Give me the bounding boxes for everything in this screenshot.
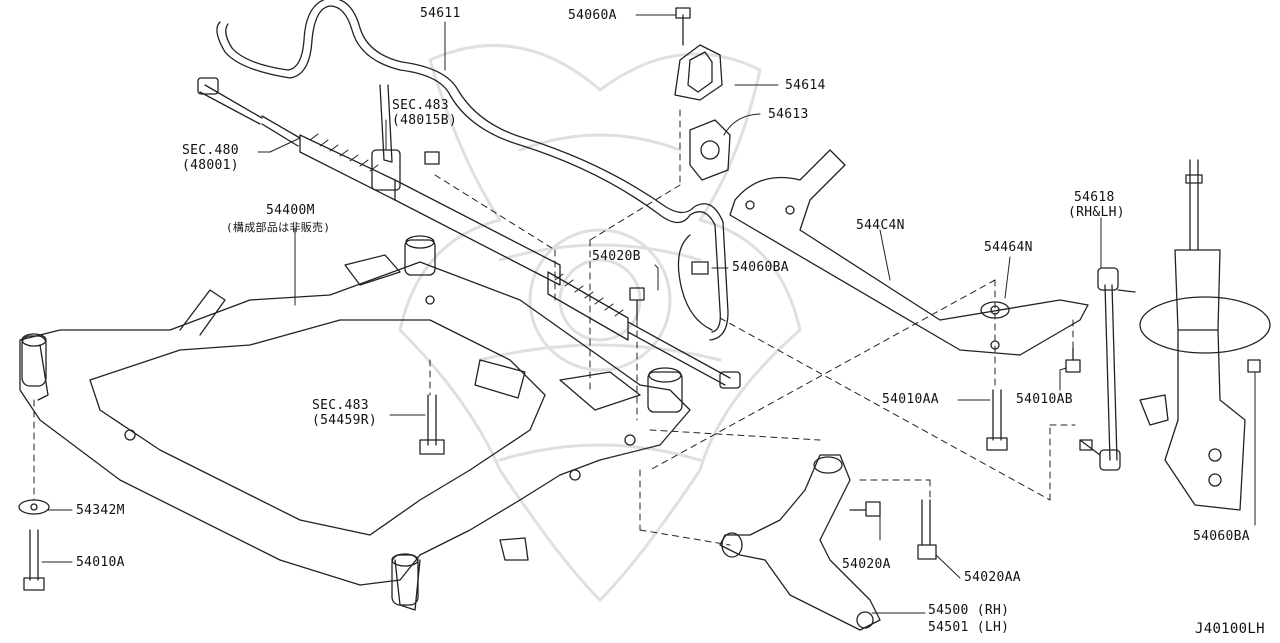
label-54618-sub: (RH&LH) — [1068, 205, 1125, 220]
label-54500: 54500 (RH) — [928, 603, 1010, 618]
label-54010A: 54010A — [76, 555, 125, 570]
stabilizer-bushing — [689, 119, 731, 181]
label-54020A: 54020A — [842, 557, 891, 572]
label-544C4N: 544C4N — [856, 218, 905, 233]
tension-rod — [729, 149, 1089, 356]
leader-lines — [41, 14, 1256, 614]
stabilizer-connecting-rod — [1079, 267, 1136, 471]
label-54400M-note: (構成部品は非販売) — [226, 221, 331, 234]
label-54501: 54501 (LH) — [928, 620, 1010, 635]
label-sec483-top: SEC.483 — [392, 98, 449, 113]
label-54611: 54611 — [420, 6, 461, 21]
label-54464N: 54464N — [984, 240, 1033, 255]
label-54010AA: 54010AA — [882, 392, 939, 407]
dashed-guide-lines — [33, 109, 1076, 546]
diagram-code: J40100LH — [1195, 621, 1265, 637]
label-54614: 54614 — [785, 78, 826, 93]
watermark-emblem — [398, 43, 802, 602]
label-54613: 54613 — [768, 107, 809, 122]
label-54400M: 54400M — [266, 203, 315, 218]
front-strut — [1139, 159, 1271, 511]
label-sec480: SEC.480 — [182, 143, 239, 158]
suspension-member — [19, 235, 691, 611]
label-54020B: 54020B — [592, 249, 641, 264]
label-sec483-bottom-sub: (54459R) — [312, 413, 378, 428]
label-54342M: 54342M — [76, 503, 125, 518]
label-54060BA-top: 54060BA — [732, 260, 789, 275]
stabilizer-clamp — [674, 7, 723, 101]
transverse-link — [719, 454, 881, 631]
steering-gear — [197, 77, 741, 389]
label-sec480-sub: (48001) — [182, 158, 239, 173]
bolts-and-nuts — [18, 151, 1261, 591]
label-54060BA-right: 54060BA — [1193, 529, 1250, 544]
stabilizer-bar — [216, 0, 729, 341]
label-54020AA: 54020AA — [964, 570, 1021, 585]
label-54010AB: 54010AB — [1016, 392, 1073, 407]
label-sec483-top-sub: (48015B) — [392, 113, 458, 128]
label-54060A: 54060A — [568, 8, 617, 23]
label-sec483-bottom: SEC.483 — [312, 398, 369, 413]
label-54618: 54618 — [1074, 190, 1115, 205]
